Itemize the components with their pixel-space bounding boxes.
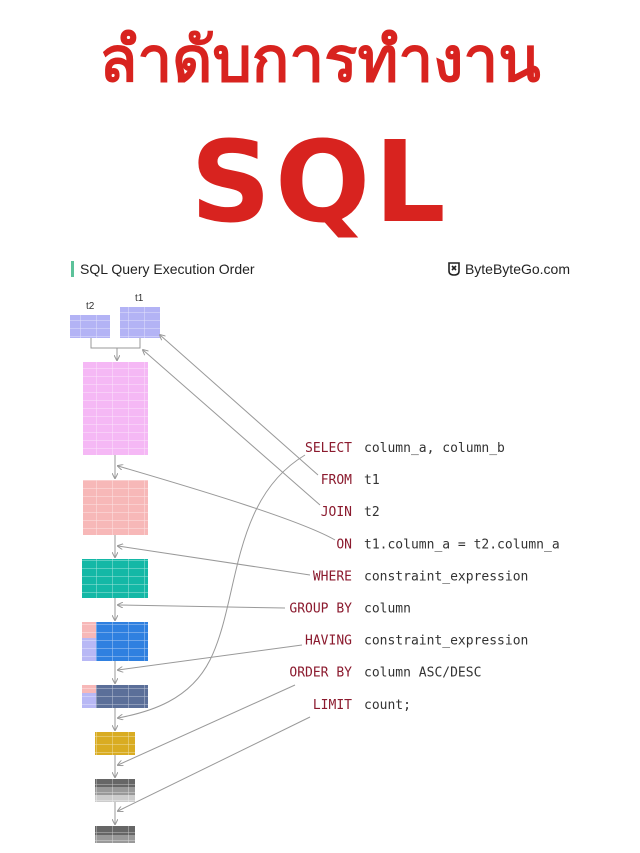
clause-argument: t1.column_a = t2.column_a	[364, 537, 560, 552]
join-connector	[90, 338, 141, 360]
clause-keyword: HAVING	[305, 634, 352, 649]
clause-argument: count;	[364, 698, 411, 713]
bytebytego-logo-icon	[448, 262, 460, 276]
clause-keyword: JOIN	[321, 505, 352, 520]
thai-title: ลำดับการทำงาน	[99, 23, 541, 96]
diagram-title: SQL Query Execution Order	[71, 261, 255, 277]
clause-keyword: LIMIT	[313, 698, 352, 713]
clause-keyword: SELECT	[305, 441, 352, 456]
brand-text: ByteByteGo.com	[464, 261, 570, 277]
table-t1	[120, 307, 160, 338]
clause-keyword: ORDER BY	[289, 666, 352, 681]
group-table	[82, 622, 148, 661]
where-table	[82, 559, 148, 598]
clause-keyword: ON	[336, 537, 352, 552]
clause-keyword: WHERE	[313, 569, 352, 584]
brand: ByteByteGo.com	[447, 261, 570, 277]
clause-argument: column ASC/DESC	[364, 666, 481, 681]
clause-argument: constraint_expression	[364, 569, 528, 584]
clause-keyword: GROUP BY	[289, 602, 352, 617]
clause-keyword: FROM	[321, 473, 352, 488]
clause-argument: t2	[364, 505, 380, 520]
having-table	[82, 685, 148, 708]
order-table	[95, 779, 135, 802]
table-label-t1: t1	[135, 293, 144, 304]
on-filtered-table	[83, 480, 148, 535]
clause-arrows	[118, 335, 336, 811]
joined-table	[83, 362, 148, 455]
clause-argument: column	[364, 602, 411, 617]
table-label-t2: t2	[86, 301, 95, 312]
select-table	[95, 732, 135, 755]
table-t2	[70, 315, 110, 338]
sql-title: SQL	[190, 118, 450, 248]
limit-table	[95, 826, 135, 843]
clause-argument: column_a, column_b	[364, 441, 505, 456]
clause-argument: constraint_expression	[364, 634, 528, 649]
clause-argument: t1	[364, 473, 380, 488]
